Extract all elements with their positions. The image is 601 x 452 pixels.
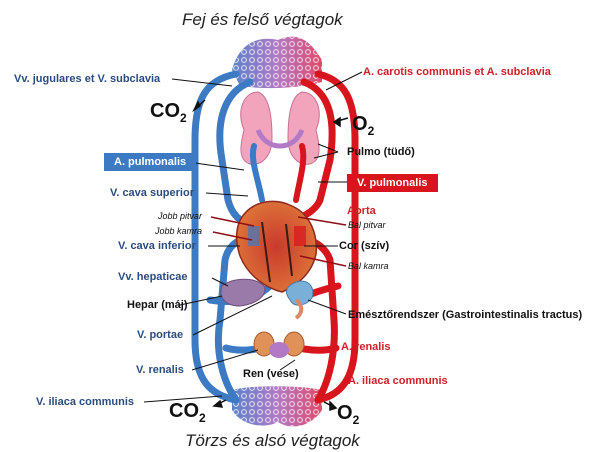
label-bal-pitvar: Bal pitvar [348,220,386,230]
o2-top-label: O2 [352,113,375,138]
label-a-carotis: A. carotis communis et A. subclavia [363,66,551,78]
label-ren: Ren (vese) [243,368,299,380]
label-v-pulmonalis: V. pulmonalis [347,174,438,192]
gas-arrows [192,99,349,412]
label-hepar: Hepar (máj) [127,299,188,311]
co2-top-label: CO2 [150,100,187,125]
heart [235,200,318,293]
label-a-pulmonalis: A. pulmonalis [104,153,197,171]
label-v-cava-inferior: V. cava inferior [118,240,196,252]
o2-bottom-label: O2 [337,402,360,427]
top-title: Fej és felső végtagok [182,10,343,29]
lower-body-capillary-bed [232,386,322,427]
label-v-renalis: V. renalis [136,364,184,376]
label-jobb-pitvar: Jobb pitvar [158,211,203,221]
label-cor: Cor (szív) [339,240,390,252]
label-emeszto: Emésztőrendszer (Gastrointestinalis trac… [348,309,583,321]
label-v-cava-superior: V. cava superior [110,187,194,199]
upper-body-capillary-bed [232,36,322,89]
kidneys [253,331,305,358]
liver [220,278,266,307]
leader-lines [143,71,363,403]
label-a-renalis: A. renalis [341,341,391,353]
label-vv-hepaticae: Vv. hepaticae [118,271,188,283]
label-v-portae: V. portae [137,329,184,341]
label-jobb-kamra: Jobb kamra [155,226,203,236]
heart-pointers [210,216,347,267]
label-a-iliaca: A. iliaca communis [348,375,448,387]
co2-bottom-label: CO2 [169,400,206,425]
label-v-iliaca: V. iliaca communis [36,396,135,408]
label-pulmo: Pulmo (tüdő) [347,146,415,158]
label-aorta: Aorta [347,205,376,217]
bottom-title: Törzs és alsó végtagok [185,431,360,450]
digestive-tract [285,280,314,320]
label-bal-kamra: Bal kamra [348,261,389,271]
label-vv-jugulares: Vv. jugulares et V. subclavia [14,73,161,85]
pulmonary-vessels [250,143,307,203]
